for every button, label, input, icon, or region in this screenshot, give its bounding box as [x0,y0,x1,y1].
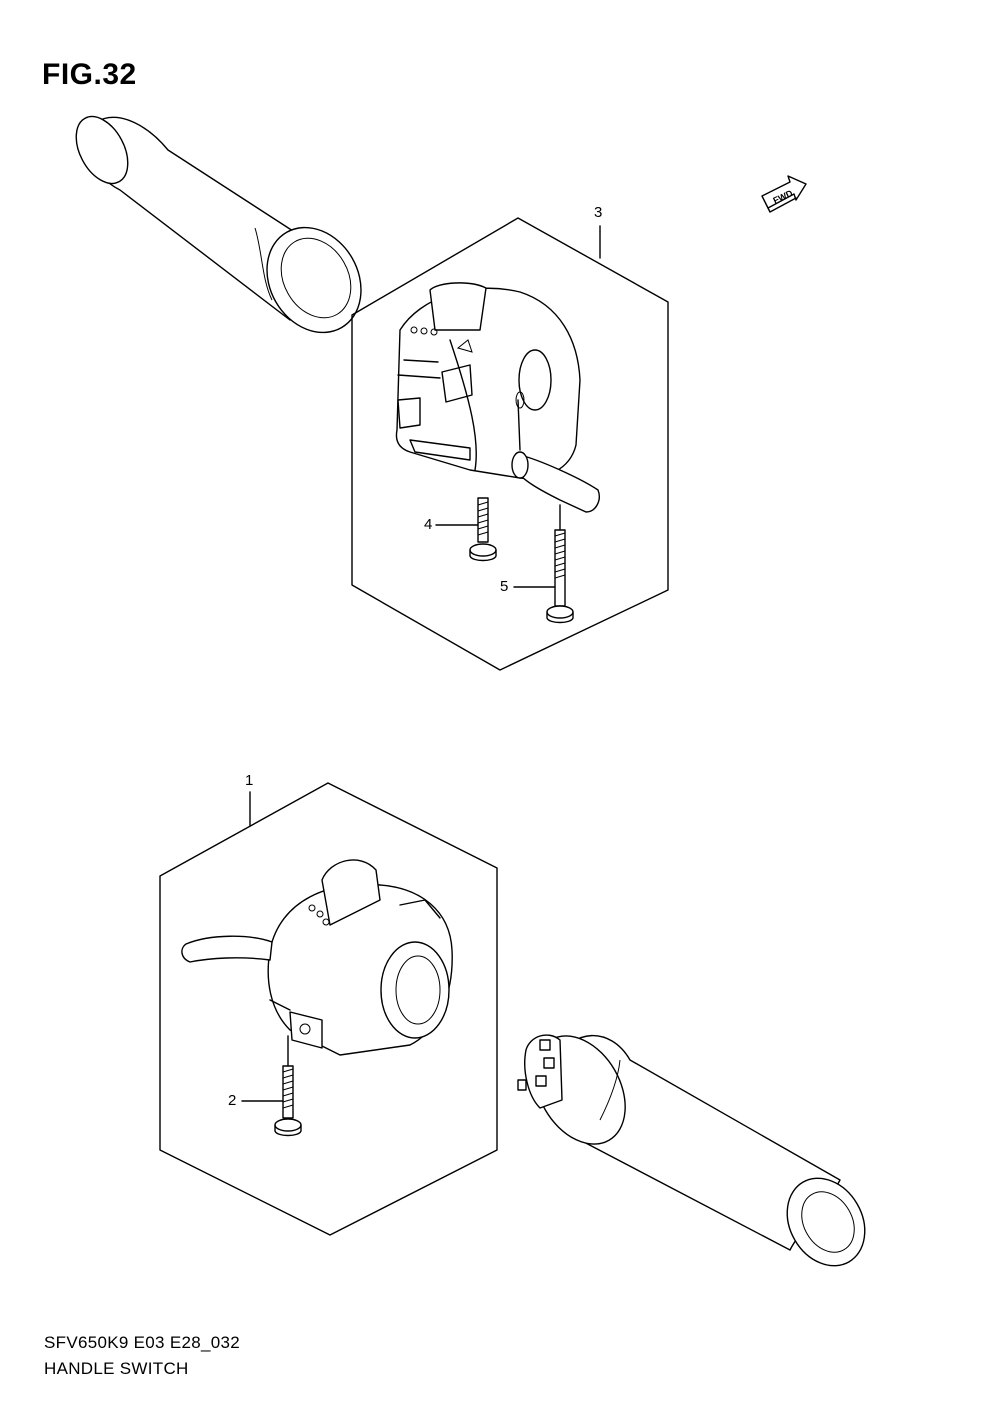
left-grip-drawing [66,108,380,350]
callout-2: 2 [228,1092,237,1109]
section-name: HANDLE SWITCH [44,1359,189,1378]
screw-4-drawing [470,498,496,561]
fwd-arrow-icon: FWD [762,176,806,212]
model-code: SFV650K9 E03 E28_032 [44,1333,240,1352]
callout-5: 5 [500,578,509,595]
throttle-grip-drawing [516,1020,880,1280]
callout-1: 1 [245,772,254,789]
right-switch-kit-frame [352,218,668,670]
right-handle-switch-drawing [396,283,599,512]
screw-5-drawing [547,505,573,623]
callout-4: 4 [424,516,433,533]
left-switch-kit-frame [160,783,497,1235]
callout-3: 3 [594,204,603,221]
screw-2-drawing [275,1036,301,1136]
left-handle-switch-drawing [182,860,452,1055]
figure-title: FIG.32 [42,58,137,91]
